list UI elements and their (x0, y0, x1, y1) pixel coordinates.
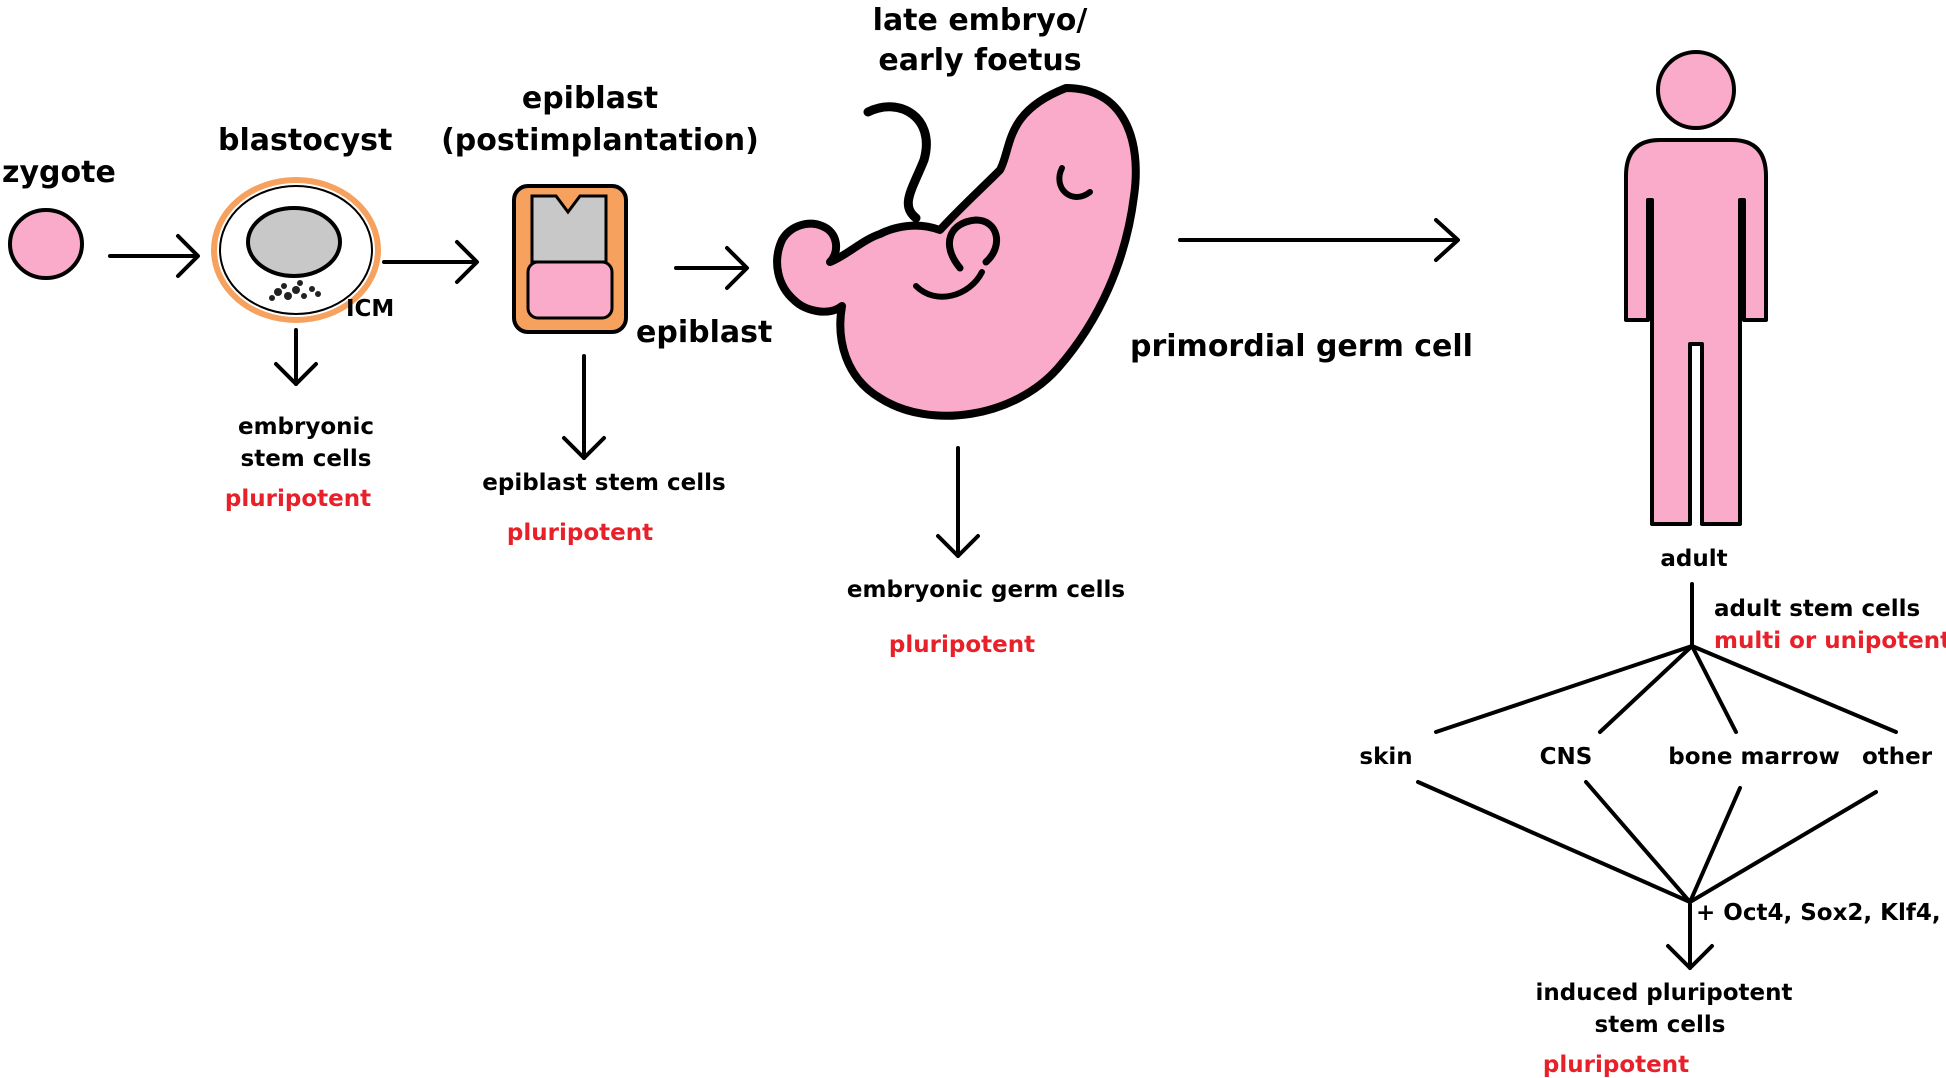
reprogramming-convergence (1416, 780, 1878, 904)
episc-label: epiblast stem cells (482, 470, 725, 496)
tissue-bone-marrow: bone marrow (1668, 744, 1839, 770)
ipsc-label-line2: stem cells (1595, 1012, 1726, 1038)
blastocyst-label: blastocyst (218, 123, 392, 158)
arrow-blastocyst-to-epiblast (382, 240, 479, 284)
adult-figure (1624, 50, 1768, 526)
tissue-other: other (1862, 744, 1933, 770)
episc-potency: pluripotent (507, 520, 653, 546)
arrow-zygote-to-blastocyst (108, 234, 200, 278)
epiblast-title-line1: epiblast (522, 81, 658, 116)
arrow-epiblast-to-episc (562, 354, 606, 460)
primordial-germ-cell-label: primordial germ cell (1130, 329, 1473, 364)
late-embryo-label-line2: early foetus (878, 43, 1081, 78)
blastocyst-illustration (211, 177, 381, 323)
icm-cells (269, 280, 321, 301)
arrow-embryo-to-adult (1178, 218, 1460, 262)
foetus-illustration (773, 84, 1140, 420)
icm-label: ICM (346, 296, 394, 322)
arrow-epiblast-to-embryo (674, 246, 749, 290)
esc-label-line1: embryonic (238, 414, 374, 440)
adult-sc-potency: multi or unipotent (1714, 628, 1946, 654)
egc-label: embryonic germ cells (847, 577, 1125, 603)
epiblast-label: epiblast (636, 315, 772, 350)
tissue-cns: CNS (1540, 744, 1593, 770)
ipsc-potency: pluripotent (1543, 1052, 1689, 1078)
ipsc-label-line1: induced pluripotent (1536, 980, 1793, 1006)
tissue-branches (1434, 644, 1898, 734)
adult-label: adult (1660, 546, 1727, 572)
adult-sc-label: adult stem cells (1714, 596, 1920, 622)
tissue-skin: skin (1359, 744, 1412, 770)
esc-label-line2: stem cells (241, 446, 372, 472)
esc-potency: pluripotent (225, 486, 371, 512)
arrow-to-ipsc (1666, 902, 1714, 970)
epiblast-illustration (512, 184, 628, 334)
arrow-blastocyst-to-esc (274, 328, 318, 386)
late-embryo-label-line1: late embryo/ (873, 3, 1088, 38)
egc-potency: pluripotent (889, 632, 1035, 658)
arrow-embryo-to-egc (936, 446, 980, 558)
zygote-label: zygote (2, 155, 116, 190)
reprogramming-factors: + Oct4, Sox2, Klf4, Myc (1696, 900, 1946, 926)
zygote-cell (8, 208, 84, 280)
epiblast-title-line2: (postimplantation) (441, 123, 759, 158)
